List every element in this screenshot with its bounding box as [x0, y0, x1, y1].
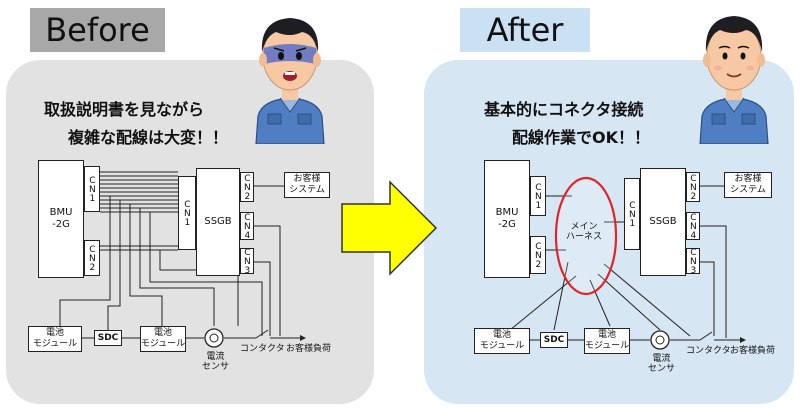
before-ssgb-cn1: CN1	[178, 176, 196, 250]
smiling-worker-icon	[699, 16, 769, 144]
before-ssgb-label: SSGB	[204, 216, 232, 227]
before-battery-module-1: 電池 モジュール	[28, 326, 82, 352]
after-customer-system-label: お客様 システム	[730, 174, 766, 195]
after-bmu-box: BMU -2G	[484, 160, 530, 278]
after-battery-module-2: 電池 モジュール	[584, 328, 630, 354]
before-customer-system: お客様 システム	[284, 172, 330, 198]
before-battery2-label: 電池 モジュール	[140, 328, 186, 349]
before-contactor-label: コンタクタ	[240, 344, 285, 354]
after-ssgb-cn3: CN3	[686, 248, 700, 275]
before-ssgb-box: SSGB	[196, 168, 240, 276]
transition-arrow-icon	[341, 180, 438, 276]
after-customer-load-label: お客様負荷	[730, 346, 776, 356]
after-customer-system: お客様 システム	[724, 172, 772, 198]
after-caption-line2: 配線作業でOK！！	[512, 128, 651, 147]
after-battery2-label: 電池 モジュール	[584, 330, 630, 351]
after-ssgb-cn4: CN4	[686, 212, 700, 240]
before-bmu-cn1: CN1	[84, 166, 100, 212]
after-caption-line1: 基本的にコネクタ接続	[484, 100, 644, 119]
before-ssgb-cn3: CN3	[240, 248, 254, 275]
before-ssgb-cn4: CN4	[240, 212, 254, 240]
after-ssgb-cn1: CN1	[624, 178, 640, 250]
before-bmu-label: BMU -2G	[49, 207, 73, 230]
after-current-sensor-label: 電流 センサ	[648, 354, 676, 375]
before-current-sensor-label: 電流 センサ	[202, 352, 230, 373]
before-customer-system-label: お客様 システム	[289, 174, 325, 195]
after-bmu-cn1: CN1	[530, 176, 546, 216]
before-bmu-box: BMU -2G	[38, 160, 84, 278]
before-caption-line2: 複雑な配線は大変！！	[68, 128, 229, 147]
after-ssgb-box: SSGB	[640, 168, 686, 276]
before-title: Before	[30, 8, 165, 52]
after-bmu-cn2: CN2	[530, 236, 546, 274]
worried-worker-icon	[255, 18, 325, 144]
before-ssgb-cn2: CN2	[240, 172, 254, 202]
after-battery-module-1: 電池 モジュール	[474, 328, 530, 354]
before-customer-load-label: お客様負荷	[286, 344, 332, 354]
after-ssgb-cn2: CN2	[686, 172, 700, 202]
before-bmu-cn2: CN2	[84, 240, 100, 276]
main-harness-label: メイン ハーネス	[566, 222, 603, 243]
after-battery1-label: 電池 モジュール	[479, 330, 525, 351]
after-sdc-box: SDC	[540, 332, 568, 348]
before-battery-module-2: 電池 モジュール	[140, 326, 186, 352]
before-sdc-box: SDC	[94, 330, 122, 346]
after-bmu-label: BMU -2G	[495, 207, 519, 230]
after-ssgb-label: SSGB	[649, 216, 677, 227]
after-title: After	[460, 8, 590, 52]
before-battery1-label: 電池 モジュール	[32, 328, 78, 349]
after-contactor-label: コンタクタ	[686, 346, 731, 356]
before-caption-line1: 取扱説明書を見ながら	[44, 100, 205, 119]
